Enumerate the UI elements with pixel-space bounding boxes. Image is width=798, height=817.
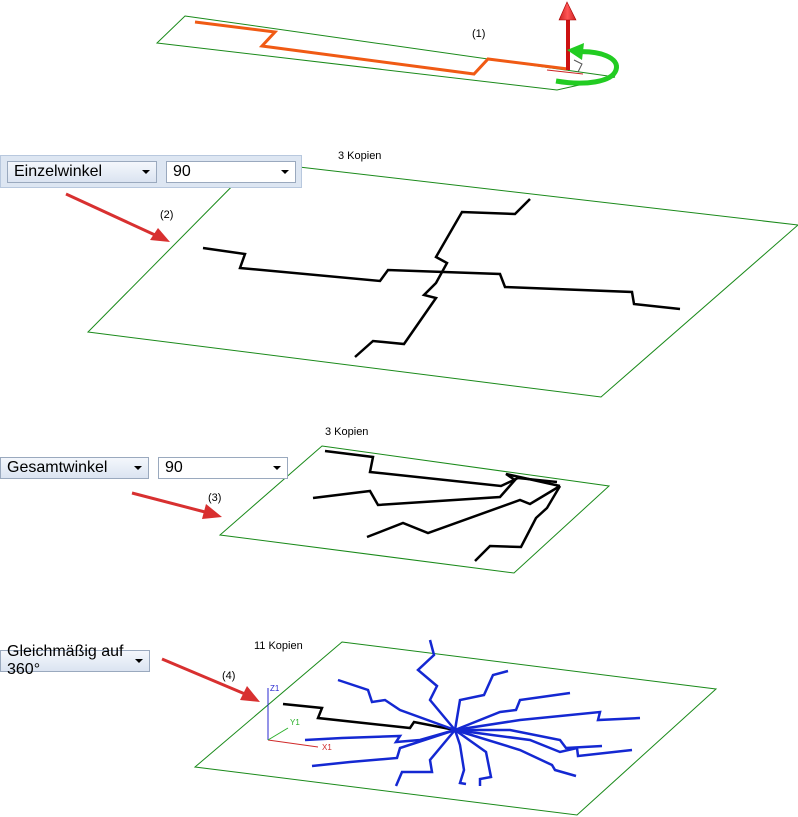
blue-ray-3	[454, 691, 571, 732]
axis-label-y: Y1	[290, 718, 300, 727]
axis-label-x: X1	[322, 743, 332, 752]
mode-select-4-value: Gleichmäßig auf 360°	[7, 643, 124, 678]
chevron-down-icon	[142, 170, 150, 174]
arrow-shaft-4	[161, 657, 246, 696]
angle-select-3-value: 90	[165, 459, 183, 476]
step-label-2: (2)	[160, 209, 174, 221]
rotate-arrowhead-icon	[567, 43, 584, 60]
angle-select-2-value: 90	[173, 163, 191, 180]
blue-ray-9	[394, 729, 456, 787]
pointer-arrow-2	[65, 192, 170, 242]
arrow-shaft-2	[65, 192, 156, 237]
copy-path-3a	[324, 449, 558, 488]
mode-select-2[interactable]: Einzelwinkel	[7, 161, 157, 183]
gizmo-handle	[573, 59, 583, 73]
plane-4	[193, 641, 718, 816]
angle-select-3[interactable]: 90	[158, 457, 288, 479]
blue-ray-7	[454, 728, 577, 778]
arrow-shaft-3	[131, 491, 206, 514]
plane-1	[155, 15, 616, 91]
step-label-4: (4)	[222, 670, 236, 682]
mode-select-3[interactable]: Gesamtwinkel	[0, 457, 149, 479]
chevron-down-icon	[273, 466, 281, 470]
chevron-down-icon	[134, 466, 142, 470]
step-label-1: (1)	[472, 28, 486, 40]
rotate-arc-icon	[555, 49, 619, 86]
copies-label-3: 3 Kopien	[325, 426, 369, 438]
y-axis-line	[267, 727, 289, 741]
blue-ray-13	[453, 729, 467, 786]
blue-ray-11	[304, 728, 456, 744]
blue-ray-12	[337, 678, 456, 732]
copy-path-3d	[474, 485, 562, 562]
chevron-down-icon	[281, 170, 289, 174]
copies-label-4: 11 Kopien	[254, 640, 303, 652]
arrow-head-3	[202, 504, 222, 519]
blue-star-paths	[304, 639, 641, 787]
copy-path-2a	[202, 246, 681, 311]
plane-2	[86, 161, 798, 398]
pointer-arrow-3	[131, 491, 222, 519]
pointer-arrow-4	[161, 657, 260, 702]
axis-triad	[267, 688, 319, 748]
blue-ray-4	[454, 710, 641, 732]
step-label-3: (3)	[208, 492, 222, 504]
copies-label-2: 3 Kopien	[338, 150, 382, 162]
axis-label-z: Z1	[270, 684, 280, 693]
copy-path-3b	[312, 472, 561, 507]
blue-ray-6	[454, 728, 633, 758]
chevron-down-icon	[135, 659, 143, 663]
arrow-head-4	[240, 686, 260, 702]
plane-3	[218, 445, 611, 574]
angle-select-2[interactable]: 90	[166, 161, 296, 183]
orange-path	[194, 20, 569, 76]
arrow-head-2	[150, 228, 170, 242]
blue-ray-1	[416, 639, 456, 731]
blue-ray-2	[453, 669, 509, 731]
blue-ray-10	[311, 728, 456, 768]
gizmo-x-axis	[546, 69, 584, 75]
mode-select-4[interactable]: Gleichmäßig auf 360°	[0, 643, 150, 678]
up-arrow-icon	[558, 1, 577, 21]
copy-path-2b	[354, 198, 531, 358]
rotation-gizmo	[546, 1, 619, 86]
mode-select-2-value: Einzelwinkel	[14, 163, 103, 180]
black-path-4	[282, 702, 456, 732]
mode-select-3-value: Gesamtwinkel	[7, 459, 108, 476]
blue-ray-8	[454, 728, 493, 786]
x-axis-line	[267, 739, 319, 748]
copy-path-3c	[366, 484, 561, 539]
